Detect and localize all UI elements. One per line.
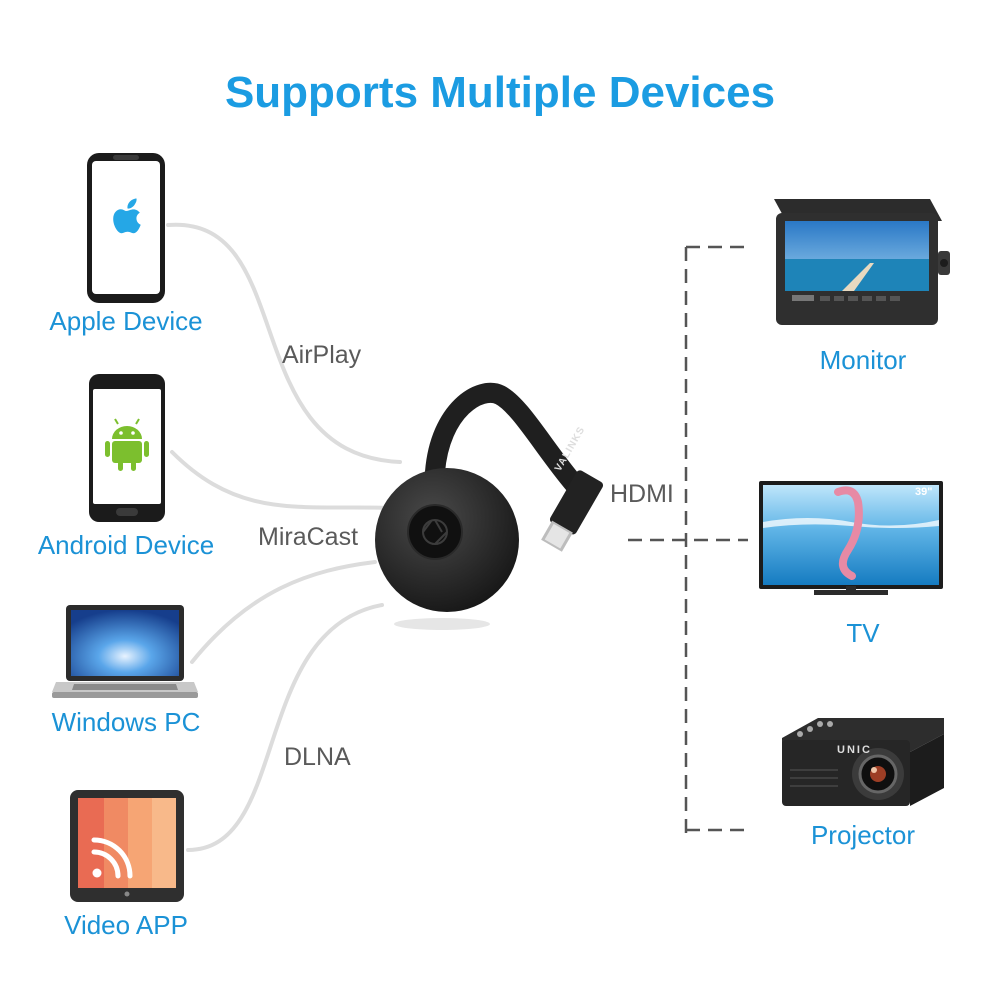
miracast-label: MiraCast (258, 523, 359, 551)
tv-label: TV (846, 618, 880, 648)
android-device-label: Android Device (37, 530, 215, 560)
projector-label: Projector (810, 820, 916, 850)
car-monitor-icon (774, 199, 950, 325)
projector-brand-label: UNIC (837, 744, 872, 756)
android-phone-icon (89, 374, 165, 522)
projector-icon (782, 718, 944, 806)
apple-device-label: Apple Device (49, 306, 203, 336)
tv-size-badge: 39" (915, 486, 933, 498)
laptop-icon (52, 605, 198, 698)
hdmi-dongle-icon (375, 382, 604, 630)
dlna-label: DLNA (284, 743, 351, 771)
windows-connector (190, 560, 377, 664)
miracast-connector (170, 450, 394, 510)
monitor-label: Monitor (819, 345, 907, 375)
airplay-label: AirPlay (282, 341, 362, 369)
dlna-connector (186, 603, 384, 852)
video-app-label: Video APP (64, 910, 188, 940)
airplay-connector (166, 222, 402, 464)
iphone-apple-icon (87, 153, 165, 303)
hdmi-label: HDMI (610, 480, 674, 508)
tv-icon (759, 481, 943, 595)
video-app-icon (70, 790, 184, 902)
windows-pc-label: Windows PC (51, 707, 201, 737)
page-title: Supports Multiple Devices (224, 68, 776, 117)
